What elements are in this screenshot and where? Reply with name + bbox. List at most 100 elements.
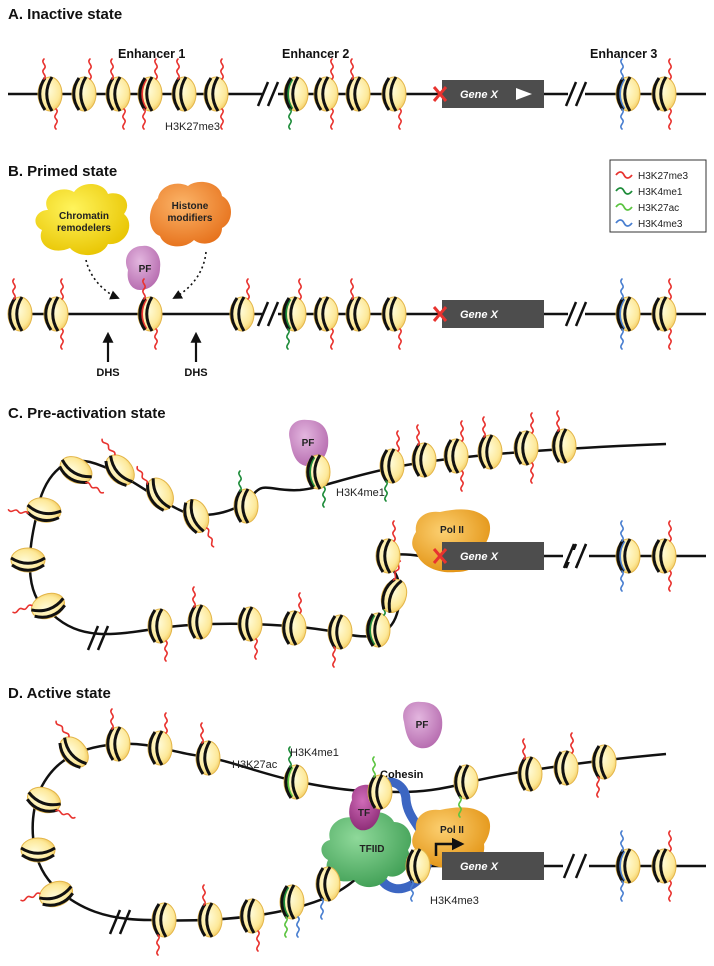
nucleosome	[283, 746, 309, 800]
legend-label: H3K27ac	[638, 203, 679, 214]
modifiers-label-line2: modifiers	[167, 213, 212, 224]
histone-tail-mark	[88, 58, 92, 80]
histone-tail-mark	[320, 898, 324, 920]
histone-tail-mark	[85, 481, 105, 494]
gene-direction-arrow	[516, 88, 532, 100]
pf-label: PF	[139, 264, 152, 275]
histone-tail-mark	[296, 916, 300, 938]
nucleosome	[197, 884, 223, 938]
nucleosome	[615, 58, 641, 130]
legend-item: H3K27ac	[615, 203, 679, 214]
legend-item: H3K27me3	[615, 171, 688, 182]
histone-tail-mark	[522, 738, 526, 760]
histone-tail-mark	[12, 604, 33, 614]
enhancer-2-label: Enhancer 2	[282, 47, 349, 61]
panel-b-title: B. Primed state	[8, 163, 117, 180]
nucleosome	[237, 606, 263, 660]
dna-break-mark	[256, 81, 280, 107]
nucleosome	[151, 902, 177, 956]
histone-tail-mark	[288, 108, 292, 130]
histone-tail-mark	[288, 746, 292, 768]
nucleosome	[239, 898, 265, 952]
histone-tail-mark	[620, 328, 624, 350]
histone-tail-mark	[110, 58, 114, 80]
nucleosome	[379, 430, 405, 502]
nucleosome	[105, 708, 131, 762]
histone-tail-mark	[668, 570, 672, 592]
panel-d: D. Active state PF Cohesin TFIID TF Pol …	[8, 685, 706, 956]
gene-x-label: Gene X	[460, 89, 499, 101]
histone-tail-mark	[668, 520, 672, 542]
nucleosome	[203, 58, 229, 130]
histone-tail-mark	[620, 570, 624, 592]
histone-tail-mark	[410, 880, 414, 902]
nucleosome	[7, 278, 33, 332]
tfiid-label: TFIID	[360, 844, 385, 855]
nucleosome	[375, 520, 401, 574]
histone-tail-mark	[176, 58, 180, 80]
nucleosome	[71, 58, 97, 112]
modifier-recruitment-arrow	[172, 251, 207, 299]
histone-tail-mark	[668, 278, 672, 300]
dna-break-mark	[108, 909, 132, 935]
legend-swatch	[615, 203, 633, 211]
histone-tail-mark	[330, 328, 334, 350]
nucleosome	[10, 547, 46, 573]
nucleosome	[367, 756, 393, 810]
legend-label: H3K27me3	[638, 171, 688, 182]
nucleosome	[453, 764, 479, 818]
histone-tail-mark	[332, 646, 336, 668]
dhs-label-left: DHS	[96, 367, 119, 379]
panel-a-title: A. Inactive state	[8, 6, 122, 23]
histone-tail-mark	[298, 592, 302, 614]
nucleosome	[137, 58, 163, 130]
nucleosome	[381, 296, 407, 350]
nucleosome	[615, 278, 641, 350]
nucleosome	[313, 58, 339, 130]
nucleosome	[345, 58, 371, 112]
histone-tail-mark	[101, 438, 116, 456]
histone-tail-mark	[416, 424, 420, 446]
nucleosome	[58, 456, 105, 494]
histone-tail-mark	[620, 58, 624, 80]
dhs-label-right: DHS	[184, 367, 207, 379]
histone-tail-mark	[60, 328, 64, 350]
nucleosome	[43, 278, 69, 350]
gene-x-box	[442, 542, 544, 570]
nucleosome	[315, 866, 341, 920]
panel-a: A. Inactive state Enhancer 1 Enhancer 2 …	[8, 6, 706, 133]
gene-x-box	[442, 300, 544, 328]
histone-tail-mark	[322, 486, 326, 508]
histone-tail-mark	[620, 830, 624, 852]
nucleosome	[517, 738, 543, 792]
chromatin-remodelers-complex	[35, 183, 130, 256]
legend-swatch	[615, 219, 633, 227]
histone-tail-mark	[122, 108, 126, 130]
histone-tail-mark	[458, 796, 462, 818]
h3k4me3-label: H3K4me3	[430, 895, 479, 907]
histone-tail-mark	[284, 916, 288, 938]
histone-tail-mark	[398, 328, 402, 350]
nucleosome	[187, 586, 213, 640]
dna-break-mark	[256, 301, 280, 327]
nucleosome	[591, 744, 617, 798]
histone-tail-mark	[384, 480, 388, 502]
histone-tail-mark	[205, 527, 215, 548]
histone-tail-mark	[55, 809, 76, 819]
nucleosome	[283, 76, 309, 130]
nucleosome	[182, 499, 215, 548]
nucleosome	[195, 722, 221, 776]
nucleosome	[55, 720, 89, 769]
pol-ii-label: Pol II	[440, 825, 464, 836]
dna-break-mark	[564, 81, 588, 107]
legend-box	[609, 159, 707, 233]
pf-label: PF	[302, 438, 315, 449]
histone-tail-mark	[668, 328, 672, 350]
histone-tail-mark	[136, 465, 149, 485]
remodelers-label-line2: remodelers	[57, 223, 111, 234]
histone-tail-mark	[620, 520, 624, 542]
nucleosome	[411, 424, 437, 478]
histone-tail-mark	[20, 892, 41, 902]
nucleosome	[477, 416, 503, 470]
